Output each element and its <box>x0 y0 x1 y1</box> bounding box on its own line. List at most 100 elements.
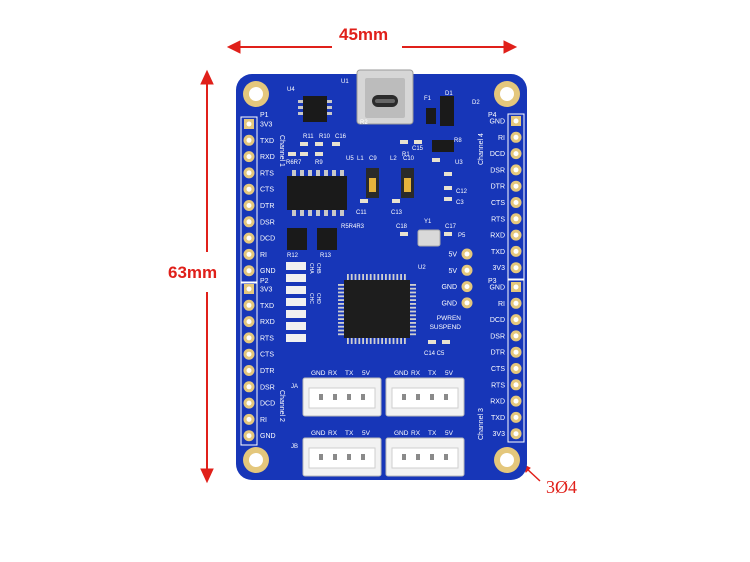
ref-c3: C3 <box>456 200 464 206</box>
ref-u3: U3 <box>455 160 463 166</box>
ref-y1: Y1 <box>424 219 432 225</box>
left-pin-label: RTS <box>260 335 274 342</box>
right-pin-pad-hole <box>513 167 519 173</box>
p5-pad-hole <box>464 251 470 257</box>
ref-r8: R8 <box>454 138 462 144</box>
right-pin-pad-hole <box>513 300 519 306</box>
left-pin-label: DSR <box>260 219 275 226</box>
right-pin-label: DTR <box>491 184 505 191</box>
ref-p5: P5 <box>458 233 466 239</box>
width-arrow <box>226 40 518 54</box>
left-pin-pad-hole <box>246 416 252 422</box>
chip-u4 <box>303 96 327 122</box>
right-pin-pad-hole <box>513 431 519 437</box>
height-dimension-label: 63mm <box>168 263 218 282</box>
p5-pin-label: SUSPEND <box>430 324 462 331</box>
hole-dimension-label: 3Ø4 <box>546 477 577 497</box>
chip-u2 <box>338 274 416 344</box>
right-pin-pad-hole <box>513 317 519 323</box>
right-pin-label: RXD <box>490 399 505 406</box>
left-pin-label: DCD <box>260 236 275 243</box>
p5-pin-label: 5V <box>448 252 457 259</box>
left-pin-pad-hole <box>246 351 252 357</box>
p5-pin-label: GND <box>441 300 457 307</box>
width-dimension-label: 45mm <box>339 25 389 44</box>
uart-header-label: RX <box>411 370 421 377</box>
ref-d2: D2 <box>472 100 480 106</box>
left-pin-pad-hole <box>246 400 252 406</box>
right-pin-label: DCD <box>490 151 505 158</box>
ref-u5: U5 <box>346 156 354 162</box>
right-pin-pad-hole <box>513 382 519 388</box>
right-pin-label: RTS <box>491 382 505 389</box>
right-pin-pad-hole <box>513 349 519 355</box>
right-pin-label: RI <box>498 135 505 142</box>
left-pin-pad-hole <box>246 433 252 439</box>
right-pin-pad-hole <box>513 248 519 254</box>
right-pin-label: CTS <box>491 366 505 373</box>
left-pin-pad-hole <box>246 251 252 257</box>
ref-jb: JB <box>291 444 298 450</box>
fuse-f1 <box>426 108 436 124</box>
header-pin-labels: 3V3TXDRXDRTSCTSDTRDSRDCDRIGND3V3TXDRXDRT… <box>260 119 505 441</box>
uart-header-label: RX <box>328 430 338 437</box>
uart-header-label: TX <box>428 430 437 437</box>
left-pin-pad-hole <box>246 319 252 325</box>
header-pin-pads <box>243 116 522 442</box>
ref-r12: R12 <box>287 253 299 259</box>
right-pin-pad-hole <box>513 118 519 124</box>
uart-header-label: 5V <box>362 370 371 377</box>
left-pin-pad-hole <box>246 384 252 390</box>
right-pin-label: GND <box>489 119 505 126</box>
uart-header-label: GND <box>311 370 326 377</box>
ref-r1: R1 <box>402 152 410 158</box>
right-pin-label: RI <box>498 301 505 308</box>
led-label-chb: CHB <box>315 263 321 274</box>
led-indicators <box>286 262 306 342</box>
left-pin-label: RTS <box>260 170 274 177</box>
usb-c-connector <box>356 69 414 125</box>
uart-header-label: TX <box>428 370 437 377</box>
ref-c16: C16 <box>335 134 347 140</box>
ref-r13: R13 <box>320 253 332 259</box>
right-pin-label: CTS <box>491 200 505 207</box>
left-pin-pad-hole <box>246 219 252 225</box>
right-pin-pad-hole <box>513 183 519 189</box>
ref-r2: R2 <box>360 120 368 126</box>
right-pin-pad-hole <box>513 333 519 339</box>
ref-l2: L2 <box>390 156 397 162</box>
right-pin-label: TXD <box>491 249 505 256</box>
p5-pin-label: 5V <box>448 268 457 275</box>
left-pin-label: DCD <box>260 401 275 408</box>
left-pin-pad-hole <box>246 154 252 160</box>
left-pin-label: RXD <box>260 319 275 326</box>
channel-1-label: Channel 1 <box>278 135 285 167</box>
ref-c15: C15 <box>412 146 424 152</box>
ref-c14c5: C14 C5 <box>424 351 445 357</box>
right-pin-pad-hole <box>513 366 519 371</box>
ref-f1: F1 <box>424 96 432 102</box>
right-pin-pad-hole <box>513 414 519 420</box>
left-pin-pad-hole <box>246 268 252 274</box>
right-pin-label: DTR <box>491 350 505 357</box>
led-label-cha: CHA <box>308 263 314 274</box>
left-pin-pad-hole <box>246 286 252 292</box>
left-pin-pad-hole <box>246 203 252 208</box>
left-pin-label: RXD <box>260 154 275 161</box>
ref-c11: C11 <box>356 210 367 216</box>
left-pin-pad-hole <box>246 170 252 176</box>
right-pin-pad-hole <box>513 398 519 404</box>
uart-header-label: GND <box>394 430 409 437</box>
left-pin-label: 3V3 <box>260 122 273 129</box>
uart-header-label: 5V <box>445 370 454 377</box>
smd-components <box>288 140 452 344</box>
left-pin-label: TXD <box>260 138 274 145</box>
uart-header-label: TX <box>345 370 354 377</box>
uart-header-label: TX <box>345 430 354 437</box>
ref-u2: U2 <box>418 265 426 271</box>
left-pin-pad-hole <box>246 137 252 143</box>
ref-u4: U4 <box>287 87 295 93</box>
p5-pin-label: PWREN <box>437 315 462 322</box>
left-pin-pad-hole <box>246 121 252 127</box>
